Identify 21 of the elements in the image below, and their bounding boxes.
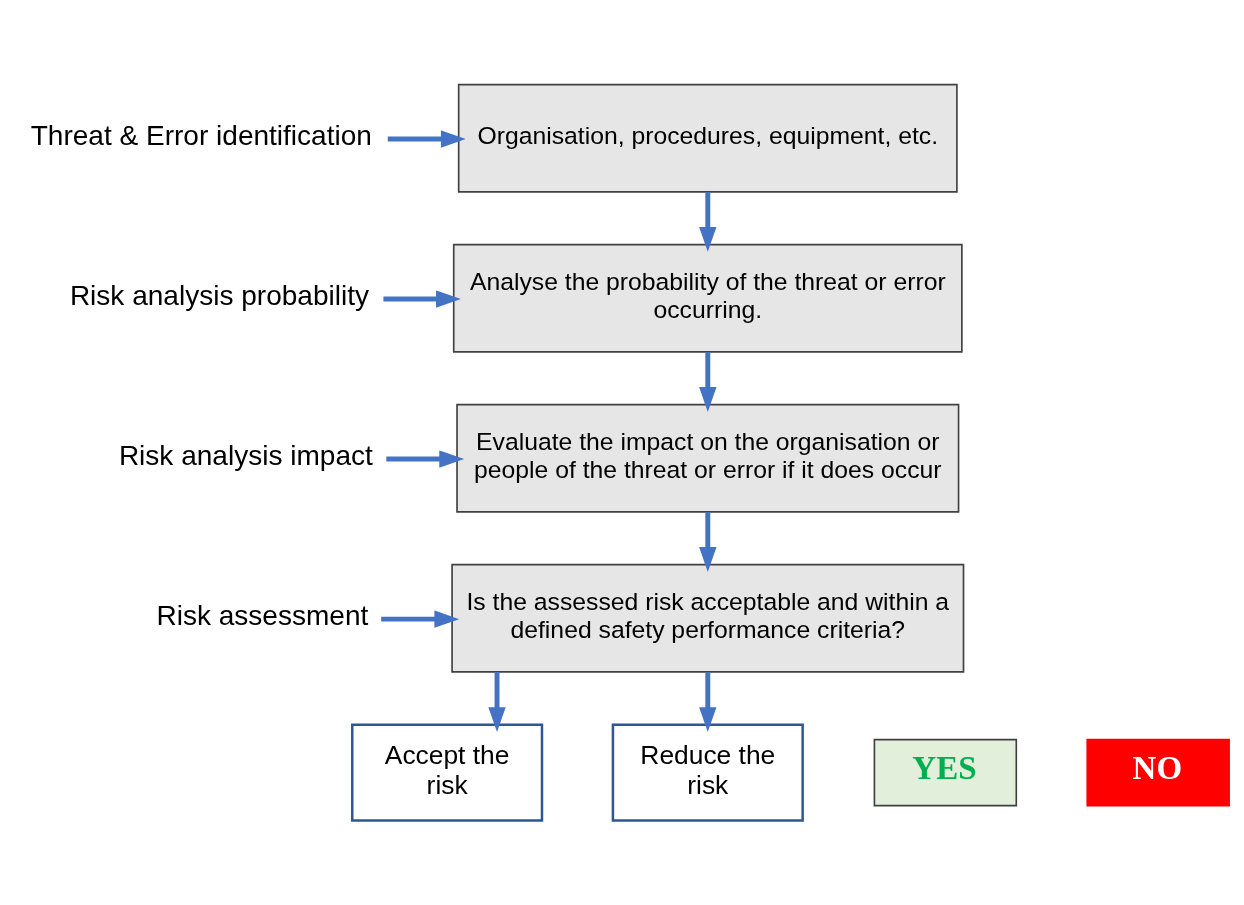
node-box: Reduce the risk <box>611 723 804 822</box>
arrow <box>699 191 717 252</box>
node-box: Organisation, procedures, equipment, etc. <box>457 83 958 193</box>
node-text: Risk assessment <box>156 600 369 632</box>
node-text: Threat & Error identification <box>30 119 372 151</box>
node-box: Is the assessed risk acceptable and within a defined safety performance criteria? <box>451 563 965 673</box>
node-text: Risk analysis impact <box>118 440 373 472</box>
arrow <box>488 672 506 733</box>
node-box: YES <box>873 738 1018 807</box>
arrow <box>699 352 717 412</box>
node-box: Accept the risk <box>351 723 544 822</box>
node-box: Analyse the probability of the threat or error occurring. <box>452 243 963 353</box>
arrow <box>699 512 717 572</box>
node-text: Risk analysis probability <box>69 280 370 312</box>
node-box: Evaluate the impact on the organisation or people of the threat or error if it does occur <box>456 403 960 513</box>
arrow <box>381 610 460 628</box>
arrow <box>386 450 465 468</box>
node-box: NO <box>1086 738 1230 807</box>
arrow <box>387 130 466 148</box>
arrow <box>383 290 461 308</box>
arrow <box>699 672 717 733</box>
